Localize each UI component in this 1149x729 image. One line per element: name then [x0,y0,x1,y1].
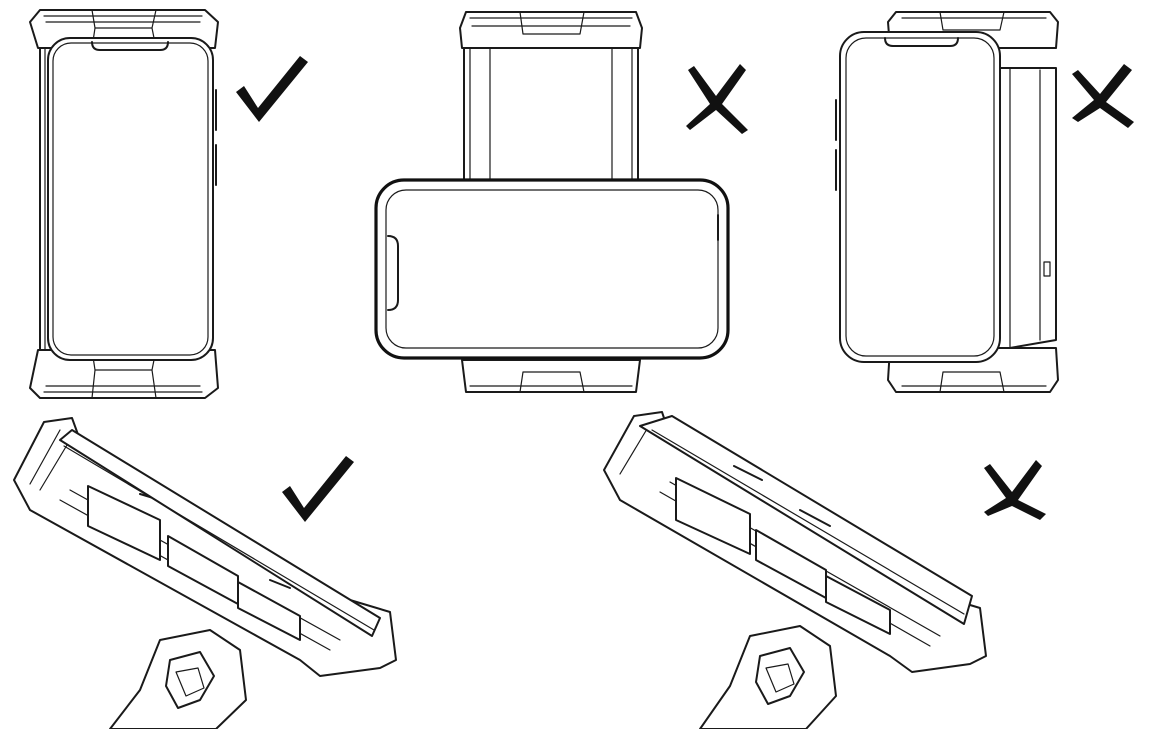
holder-body-perspective [603,411,987,673]
holder-bottom-clamp [29,349,219,399]
panel-side-view-seated [13,417,397,729]
holder-frame [459,11,643,393]
phone-seated [59,429,381,637]
check-mark-icon [282,456,354,522]
phone-portrait [47,37,217,361]
check-mark-icon [236,56,308,122]
phone-offset [835,31,1001,363]
handle-grip [699,625,837,729]
panel-landscape-in-holder [374,11,748,393]
panel-side-view-unseated [603,411,1046,729]
holder-body-perspective [13,417,397,677]
phone-unseated [639,415,973,625]
handle-grip [109,629,247,729]
panel-portrait-centered [29,9,308,399]
phone-landscape [374,178,730,360]
cross-mark-icon [686,64,748,134]
cross-mark-icon [1072,64,1134,128]
cross-mark-icon [984,460,1046,520]
panel-offset-phone [835,11,1134,393]
